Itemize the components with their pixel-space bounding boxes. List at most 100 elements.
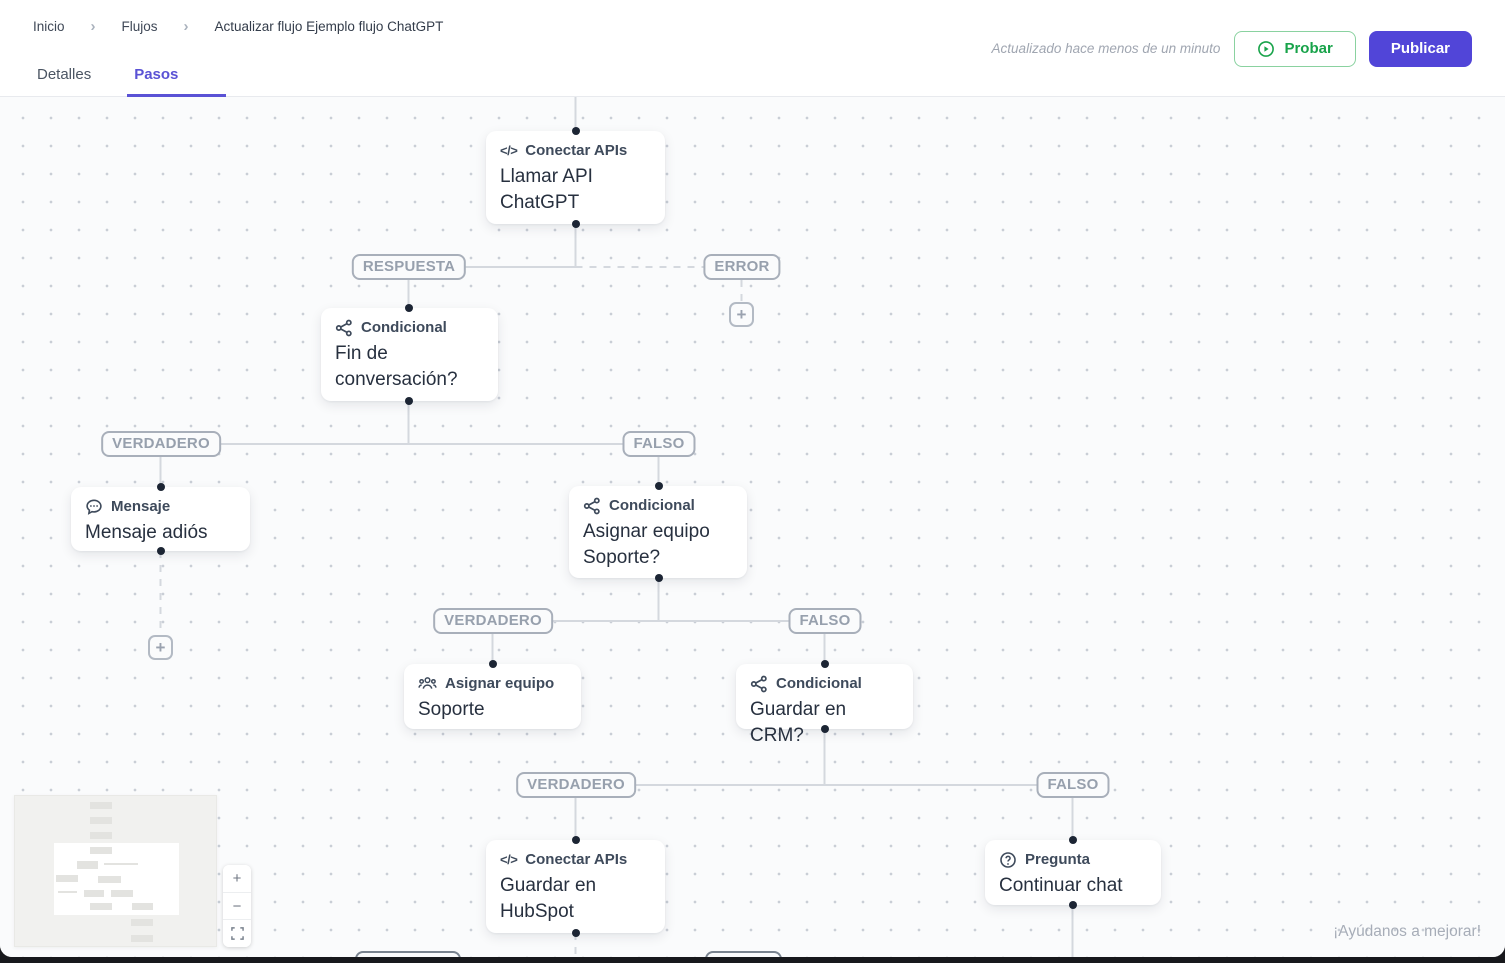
node-title: Asignar equipo Soporte? bbox=[583, 521, 710, 568]
minimap-node bbox=[90, 802, 112, 809]
code-icon: </> bbox=[500, 143, 518, 158]
plus-icon: + bbox=[155, 638, 166, 657]
connection-handle[interactable] bbox=[1068, 836, 1077, 844]
node-asignar-equipo-soporte-cond[interactable]: Condicional Asignar equipo Soporte? bbox=[569, 486, 747, 578]
share-icon bbox=[750, 675, 768, 693]
probar-label: Probar bbox=[1284, 40, 1333, 57]
connection-handle[interactable] bbox=[571, 127, 580, 135]
node-type-label: Asignar equipo bbox=[445, 675, 555, 692]
minimap-node bbox=[104, 863, 138, 865]
edge-label-partial bbox=[705, 951, 782, 957]
node-type-label: Condicional bbox=[776, 675, 862, 692]
edge-label-verdadero: VERDADERO bbox=[433, 608, 553, 634]
tab-pasos[interactable]: Pasos bbox=[127, 66, 227, 97]
minimap-node bbox=[90, 832, 112, 839]
node-title: Guardar en CRM? bbox=[750, 699, 847, 746]
header-actions: Actualizado hace menos de un minuto Prob… bbox=[992, 0, 1472, 97]
feedback-link[interactable]: ¡Ayúdanos a mejorar! bbox=[1333, 923, 1481, 940]
node-guardar-en-hubspot[interactable]: </> Conectar APIs Guardar en HubSpot bbox=[486, 840, 665, 933]
node-title: Guardar en HubSpot bbox=[500, 875, 597, 922]
chevron-right-icon: › bbox=[183, 18, 189, 35]
edge-label-verdadero: VERDADERO bbox=[101, 431, 221, 457]
add-step-button[interactable]: + bbox=[729, 302, 754, 327]
edge-label-falso: FALSO bbox=[622, 431, 696, 457]
plus-icon: + bbox=[232, 869, 242, 887]
connection-handle[interactable] bbox=[571, 220, 580, 228]
zoom-in-button[interactable]: + bbox=[223, 865, 251, 892]
node-asignar-equipo-soporte[interactable]: Asignar equipo Soporte bbox=[404, 664, 581, 729]
node-type-label: Mensaje bbox=[111, 498, 171, 515]
node-title: Continuar chat bbox=[999, 875, 1123, 896]
minimap-node bbox=[56, 875, 78, 882]
minimap-node bbox=[111, 890, 133, 897]
node-type-label: Pregunta bbox=[1025, 851, 1091, 868]
publicar-button[interactable]: Publicar bbox=[1368, 30, 1472, 67]
edge-label-falso: FALSO bbox=[1036, 772, 1110, 798]
flow-canvas[interactable]: </>Conectar APIs Llamar API ChatGPT Cond… bbox=[0, 97, 1505, 957]
node-guardar-en-crm[interactable]: Condicional Guardar en CRM? bbox=[736, 664, 913, 746]
connection-handle[interactable] bbox=[1068, 901, 1077, 909]
flow-edges bbox=[159, 97, 1074, 957]
add-step-button[interactable]: + bbox=[148, 635, 173, 660]
connection-handle[interactable] bbox=[820, 660, 829, 668]
connection-handle[interactable] bbox=[571, 929, 580, 937]
share-icon bbox=[335, 319, 353, 337]
minimap-node bbox=[90, 817, 112, 824]
edge-label-respuesta: RESPUESTA bbox=[351, 254, 467, 280]
share-icon bbox=[583, 497, 601, 515]
node-continuar-chat[interactable]: Pregunta Continuar chat bbox=[985, 840, 1161, 905]
code-icon: </> bbox=[500, 852, 518, 867]
connection-handle[interactable] bbox=[488, 660, 497, 668]
minimap[interactable] bbox=[14, 795, 217, 947]
minimap-node bbox=[131, 935, 153, 942]
breadcrumb-inicio[interactable]: Inicio bbox=[33, 19, 65, 34]
minimap-node bbox=[98, 876, 121, 883]
breadcrumb-current-flow: Actualizar flujo Ejemplo flujo ChatGPT bbox=[214, 19, 444, 34]
zoom-controls: + − bbox=[223, 865, 251, 947]
connection-handle[interactable] bbox=[404, 397, 413, 405]
minimap-node bbox=[58, 891, 77, 893]
connection-handle[interactable] bbox=[654, 482, 663, 490]
node-type-label: Conectar APIs bbox=[525, 142, 628, 159]
minimap-node bbox=[131, 919, 153, 926]
connection-handle[interactable] bbox=[571, 836, 580, 844]
tab-detalles[interactable]: Detalles bbox=[37, 66, 92, 83]
group-icon bbox=[418, 675, 437, 692]
plus-icon: + bbox=[736, 305, 747, 324]
breadcrumb-flujos[interactable]: Flujos bbox=[121, 19, 158, 34]
edge-label-partial bbox=[355, 951, 461, 957]
node-llamar-api-chatgpt[interactable]: </>Conectar APIs Llamar API ChatGPT bbox=[486, 131, 665, 224]
connection-handle[interactable] bbox=[404, 304, 413, 312]
minimap-node bbox=[90, 903, 112, 910]
node-title: Mensaje adiós bbox=[85, 522, 208, 543]
minimap-node bbox=[77, 861, 98, 869]
edge-label-verdadero: VERDADERO bbox=[516, 772, 636, 798]
header: Inicio › Flujos › Actualizar flujo Ejemp… bbox=[0, 0, 1505, 97]
node-type-label: Condicional bbox=[361, 319, 447, 336]
breadcrumb: Inicio › Flujos › Actualizar flujo Ejemp… bbox=[33, 18, 443, 35]
minimap-node bbox=[132, 903, 153, 910]
minimap-node bbox=[90, 847, 112, 854]
zoom-out-button[interactable]: − bbox=[223, 891, 251, 920]
updated-status: Actualizado hace menos de un minuto bbox=[991, 41, 1221, 56]
connection-handle[interactable] bbox=[654, 574, 663, 582]
connection-handle[interactable] bbox=[156, 483, 165, 491]
connection-handle[interactable] bbox=[820, 725, 829, 733]
node-type-label: Conectar APIs bbox=[525, 851, 628, 868]
minus-icon: − bbox=[232, 897, 242, 915]
connection-handle[interactable] bbox=[156, 547, 165, 555]
edge-label-error: ERROR bbox=[703, 254, 781, 280]
fit-view-button[interactable] bbox=[223, 919, 251, 947]
help-icon bbox=[999, 851, 1017, 869]
probar-button[interactable]: Probar bbox=[1234, 30, 1356, 67]
node-fin-de-conversacion[interactable]: Condicional Fin de conversación? bbox=[321, 308, 498, 401]
publicar-label: Publicar bbox=[1390, 40, 1450, 57]
fit-view-icon bbox=[230, 927, 244, 940]
node-mensaje-adios[interactable]: Mensaje Mensaje adiós bbox=[71, 487, 250, 551]
node-type-label: Condicional bbox=[609, 497, 695, 514]
node-title: Fin de conversación? bbox=[335, 343, 458, 390]
play-circle-icon bbox=[1257, 40, 1275, 58]
tab-bar: Detalles Pasos bbox=[37, 66, 227, 97]
minimap-node bbox=[84, 890, 104, 897]
